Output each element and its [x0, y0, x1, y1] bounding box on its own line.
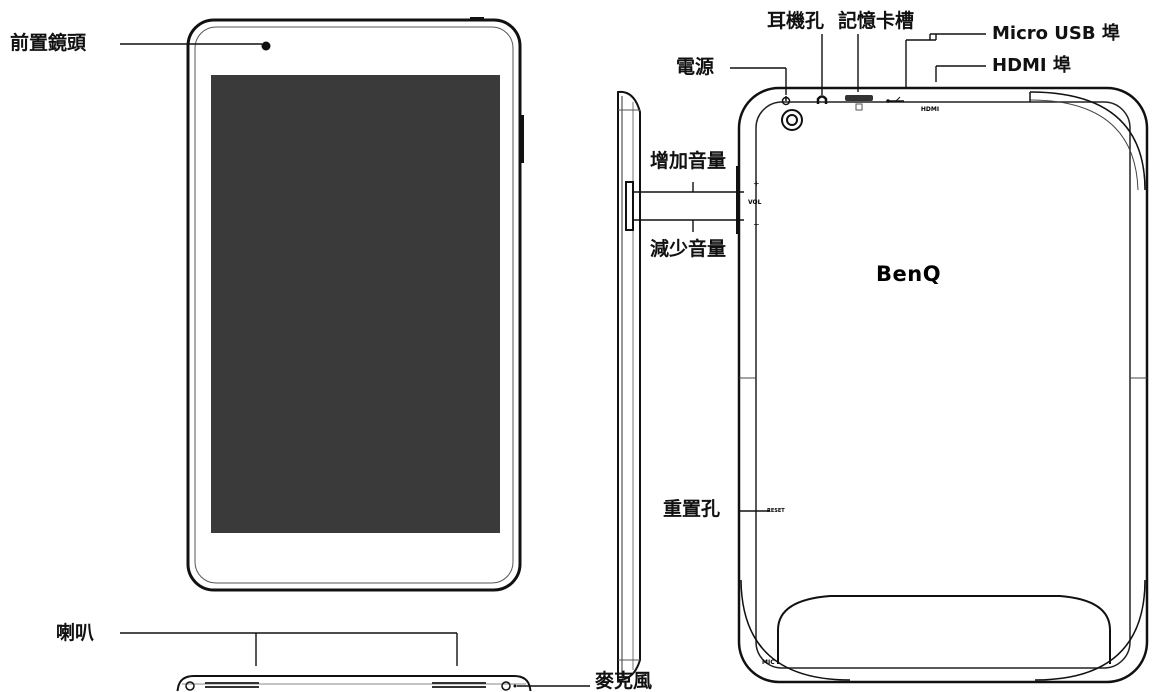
speaker-grille-right [432, 682, 486, 688]
memory-card-slot [845, 95, 873, 101]
front-view [186, 17, 524, 592]
power-label: 電源 [676, 56, 715, 78]
speaker-label: 喇叭 [56, 622, 95, 644]
plus-mark: + [753, 179, 760, 188]
minus-mark: − [753, 220, 760, 229]
memory-card-slot-label: 記憶卡槽 [838, 10, 915, 32]
headphone-icon [816, 95, 828, 104]
side-volume-buttons [625, 181, 634, 231]
front-camera-label: 前置鏡頭 [10, 32, 87, 54]
reset-hole-label: 重置孔 [663, 498, 721, 520]
hdmi-mark: HDMI [921, 106, 939, 113]
volume-up-label: 增加音量 [650, 150, 727, 172]
speaker-grille-left [205, 682, 259, 688]
microphone-label: 麥克風 [595, 670, 653, 692]
reset-mark: RESET [767, 508, 785, 514]
bottom-view [176, 675, 532, 691]
vol-mark: VOL [748, 199, 762, 206]
front-volume-buttons [519, 115, 524, 163]
rear-camera [781, 109, 803, 131]
headphone-jack-label: 耳機孔 [767, 10, 825, 32]
mic-mark: MIC [762, 659, 775, 666]
side-view [617, 90, 641, 682]
leader-lines [120, 33, 986, 687]
brand-logo: BenQ [876, 262, 941, 286]
micro-usb-port-label: Micro USB 埠 [992, 23, 1120, 44]
front-camera-dot [261, 41, 271, 51]
back-view [736, 86, 1149, 684]
hdmi-port-label: HDMI 埠 [992, 55, 1071, 76]
volume-down-label: 減少音量 [650, 238, 727, 260]
device-markings: HDMI VOL + − RESET MIC BenQ [748, 106, 941, 666]
front-screen [211, 75, 500, 533]
